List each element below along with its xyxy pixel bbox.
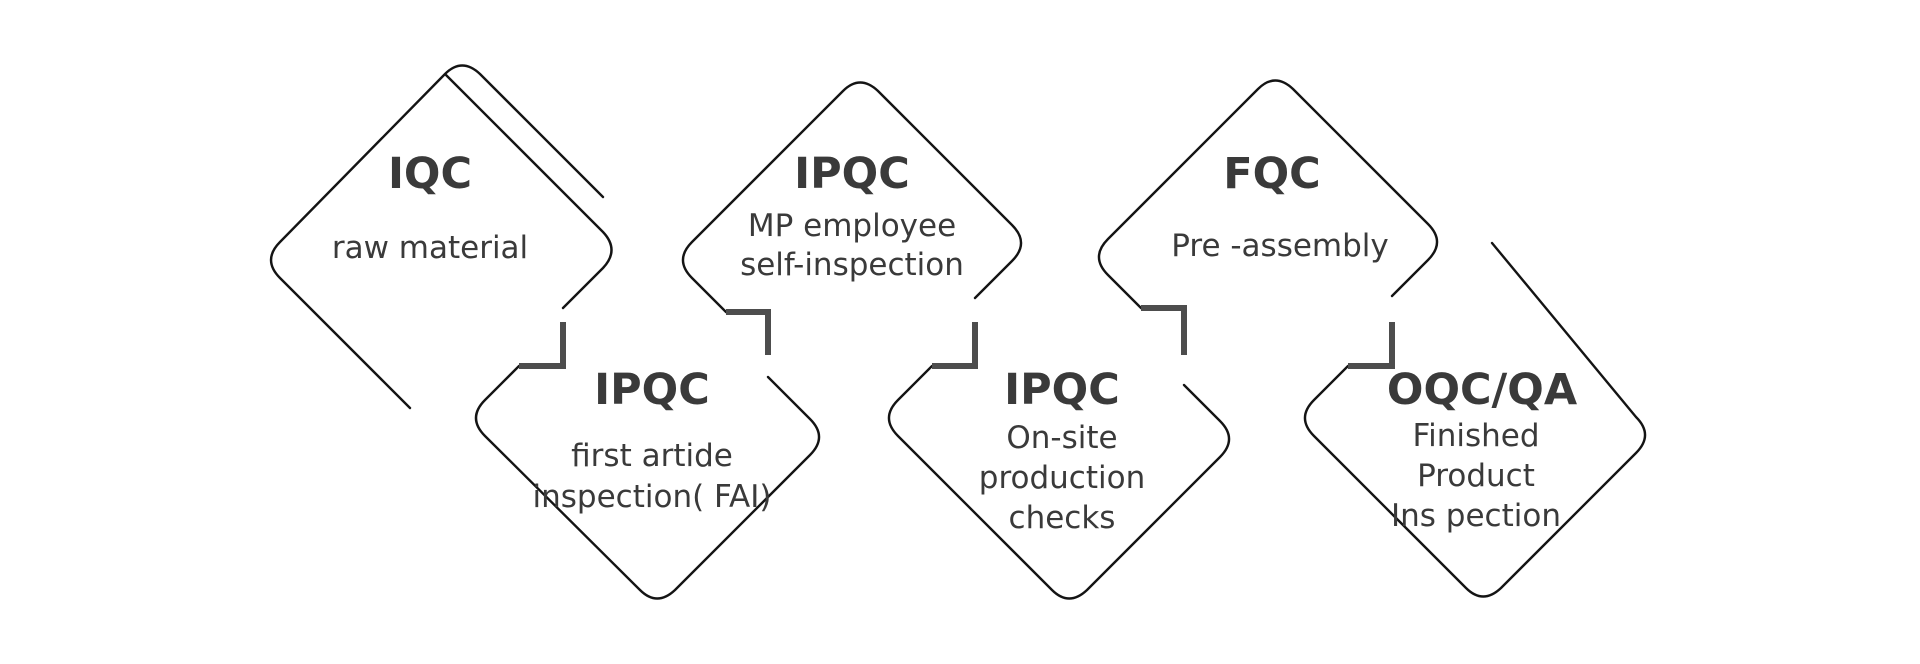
node-ipqc-fai-desc-line-2: inspection( FAI) — [533, 479, 772, 515]
node-ipqc-onsite-desc-line-2: production — [979, 460, 1145, 496]
node-oqc-qa-outline — [1303, 241, 1647, 598]
node-iqc-desc-line-1: raw material — [332, 230, 528, 266]
node-fqc: FQC Pre -assembly — [1171, 149, 1389, 264]
node-ipqc-fai-desc-line-1: first artide — [571, 438, 733, 474]
node-ipqc-fai-outline — [474, 364, 821, 600]
node-ipqc-self-title: IPQC — [794, 149, 910, 199]
node-fqc-title: FQC — [1223, 149, 1321, 199]
node-ipqc-self-desc-line-2: self-inspection — [740, 247, 964, 283]
node-iqc-title: IQC — [388, 149, 472, 199]
node-iqc: IQC raw material — [332, 149, 528, 266]
node-ipqc-onsite-title: IPQC — [1004, 365, 1120, 415]
node-ipqc-onsite: IPQC On-site production checks — [979, 365, 1145, 536]
node-fqc-desc-line-1: Pre -assembly — [1171, 228, 1389, 264]
connector-notch-2 — [726, 309, 771, 355]
node-oqc-qa-desc-line-3: Ins pection — [1391, 498, 1561, 534]
node-ipqc-fai-title: IPQC — [594, 365, 710, 415]
node-fqc-outline — [1097, 79, 1439, 310]
node-ipqc-onsite-outline — [887, 364, 1231, 600]
node-ipqc-self-outline — [681, 81, 1023, 314]
connector-notch-4 — [1141, 305, 1187, 355]
node-oqc-qa-desc-line-1: Finished — [1413, 418, 1540, 454]
node-ipqc-fai: IPQC first artide inspection( FAI) — [533, 365, 772, 515]
node-ipqc-self-desc-line-1: MP employee — [748, 208, 956, 244]
connector-notch-1 — [519, 322, 566, 369]
node-ipqc-onsite-desc-line-1: On-site — [1006, 420, 1117, 456]
connector-notch-3 — [932, 322, 978, 369]
node-oqc-qa-title: OQC/QA — [1387, 365, 1578, 415]
node-oqc-qa-desc-line-2: Product — [1417, 458, 1535, 494]
node-iqc-outline — [269, 64, 613, 410]
node-ipqc-onsite-desc-line-3: checks — [1009, 500, 1116, 536]
node-oqc-qa: OQC/QA Finished Product Ins pection — [1387, 365, 1578, 534]
node-ipqc-self: IPQC MP employee self-inspection — [740, 149, 964, 283]
connector-notch-5 — [1348, 322, 1395, 369]
